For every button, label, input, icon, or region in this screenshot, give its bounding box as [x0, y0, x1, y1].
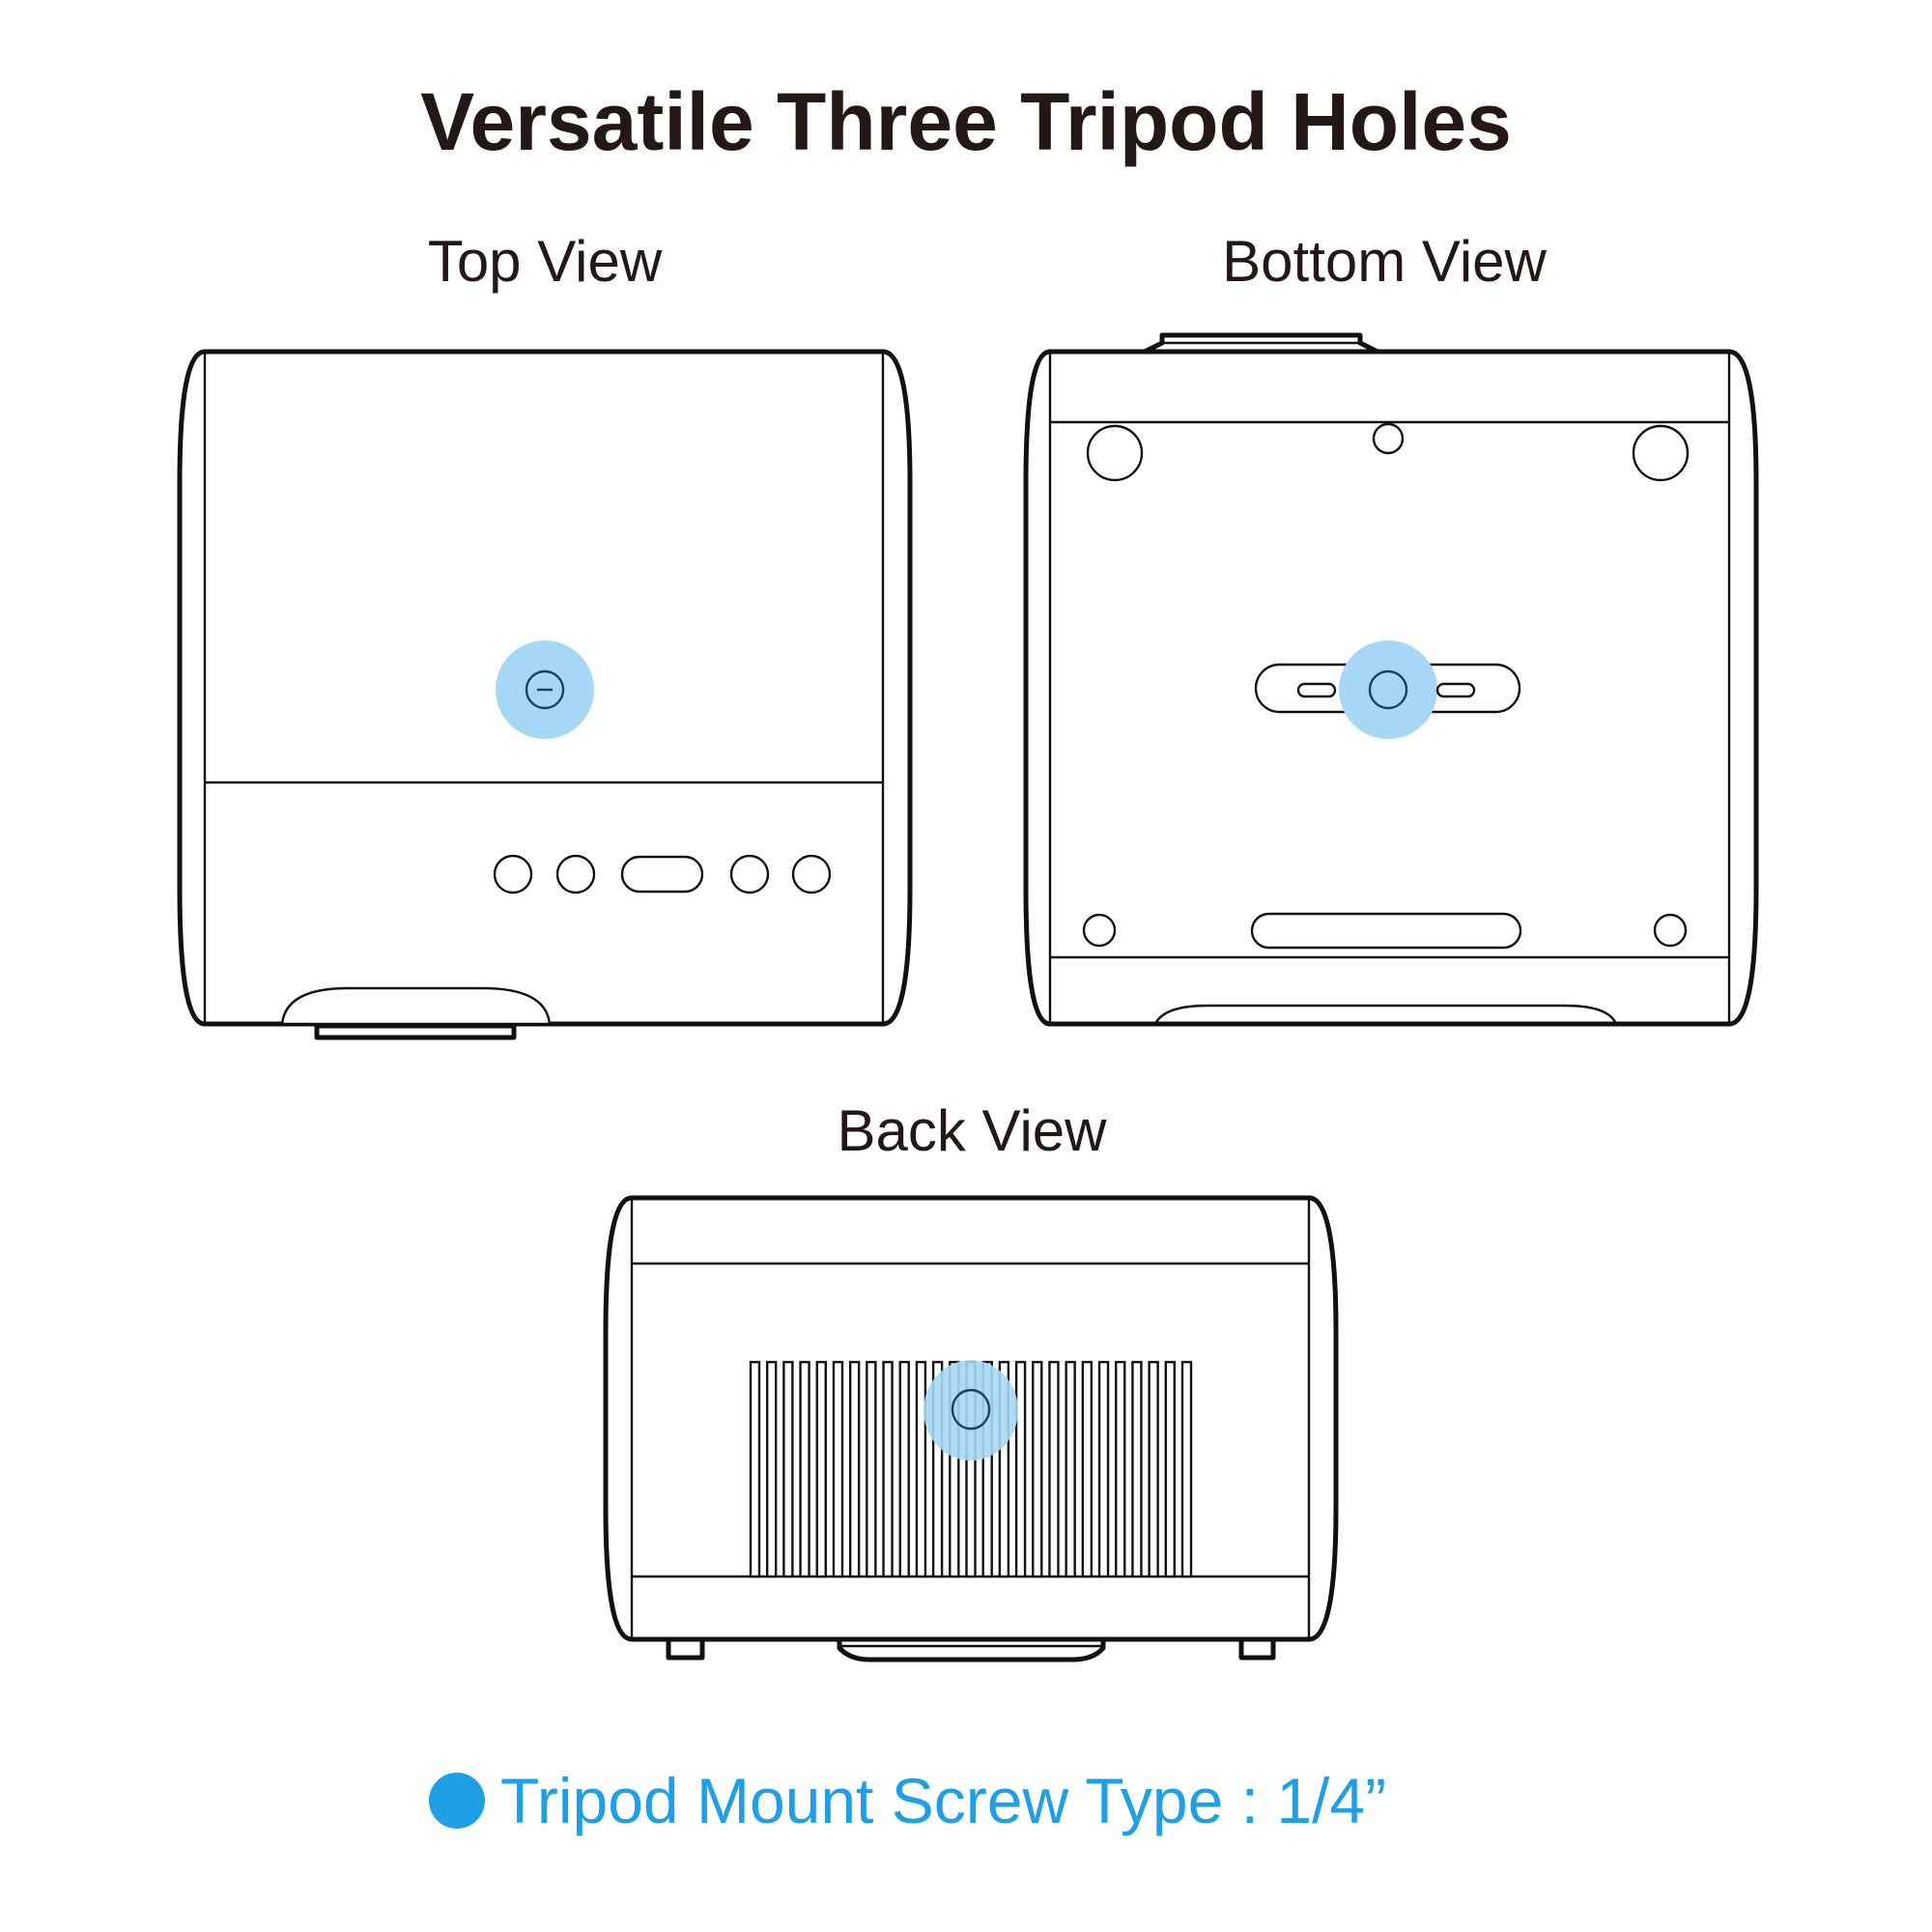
tripod-hole: [1368, 669, 1408, 710]
vent-fin: [882, 1360, 894, 1578]
vent-fin: [1032, 1360, 1043, 1578]
vent-fins: [749, 1360, 1193, 1578]
vent-fin: [1097, 1360, 1110, 1578]
vent-fin: [799, 1360, 810, 1578]
vent-fin: [782, 1360, 794, 1578]
bottom-view-drawing: [1023, 332, 1759, 1027]
screw-type-legend: Tripod Mount Screw Type : 1/4”: [429, 1764, 1386, 1837]
vent-fin: [1048, 1360, 1060, 1578]
tripod-hole: [951, 1388, 991, 1431]
top-view-drawing: [177, 349, 913, 1040]
vent-fin: [1115, 1360, 1126, 1578]
vent-fin: [1065, 1360, 1076, 1578]
tripod-hole: [525, 669, 565, 710]
vent-fin: [949, 1360, 960, 1578]
vent-fin: [998, 1360, 1010, 1578]
back-view-drawing: [603, 1195, 1339, 1662]
vent-fin: [832, 1360, 844, 1578]
vent-fin: [749, 1360, 761, 1578]
tripod-hole-highlight: [1339, 640, 1437, 739]
vent-fin: [765, 1360, 778, 1578]
vent-fin: [866, 1360, 877, 1578]
vent-fin: [1131, 1360, 1143, 1578]
vent-fin: [1081, 1360, 1094, 1578]
page-title: Versatile Three Tripod Holes: [420, 76, 1512, 167]
vent-fin: [931, 1360, 944, 1578]
vent-fin: [1164, 1360, 1177, 1578]
screw-type-text: Tripod Mount Screw Type : 1/4”: [500, 1765, 1387, 1836]
vent-fin: [815, 1360, 827, 1578]
tripod-hole-highlight: [923, 1360, 1018, 1461]
back-view-label: Back View: [837, 1098, 1107, 1163]
vent-fin: [1014, 1360, 1027, 1578]
legend-dot-icon: [429, 1773, 485, 1829]
bottom-view-label: Bottom View: [1222, 229, 1547, 294]
vent-fin: [915, 1360, 927, 1578]
vent-fin: [898, 1360, 910, 1578]
vent-fin: [1148, 1360, 1159, 1578]
vent-fin: [981, 1360, 993, 1578]
vent-fin: [848, 1360, 861, 1578]
top-view-label: Top View: [427, 229, 663, 294]
vent-fin: [1180, 1360, 1193, 1578]
